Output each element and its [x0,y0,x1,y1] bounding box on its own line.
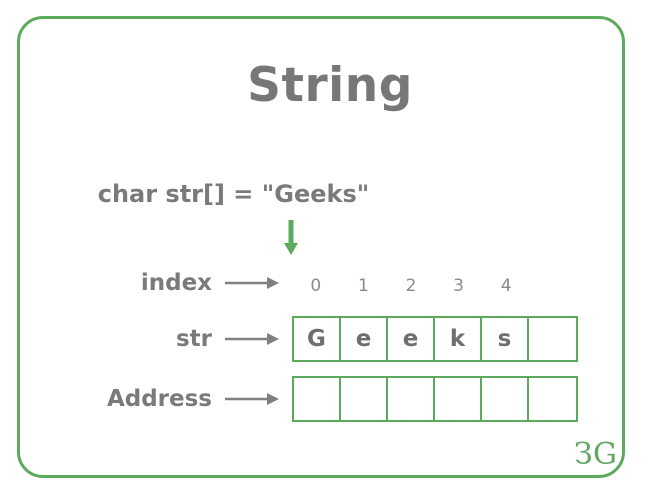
page-title: String [247,58,413,113]
address-cell [388,378,435,420]
index-value: 4 [500,276,512,296]
index-value: 1 [357,276,369,296]
string-cell: e [341,318,388,360]
string-cell: e [388,318,435,360]
address-cell [529,378,576,420]
logo-left-glyph: Ɛ [576,437,594,472]
string-cell [529,318,576,360]
string-cell: k [435,318,482,360]
string-character-grid: G e e k s [292,316,578,362]
address-label-text: Address [106,386,212,412]
rounded-border-frame [17,16,625,478]
geeksforgeeks-logo: ƐG [576,437,617,472]
string-cell: s [482,318,529,360]
index-number-row: 0 1 2 3 4 [292,276,578,296]
arrow-right-icon [225,277,279,289]
address-cell [341,378,388,420]
str-label-text: str [175,326,212,352]
index-row-label: index [55,268,280,298]
string-cell: G [294,318,341,360]
address-grid [292,376,578,422]
index-value [530,276,578,296]
address-cell [294,378,341,420]
index-label-text: index [140,270,212,296]
address-row-label: Address [55,384,280,414]
index-value: 0 [310,276,322,296]
index-value: 2 [405,276,417,296]
green-down-arrow-icon [284,220,298,255]
arrow-right-icon [225,333,279,345]
arrow-right-icon [225,393,279,405]
str-row-label: str [55,324,280,354]
index-value: 3 [453,276,464,296]
address-cell [482,378,529,420]
declaration-text: char str[] = "Geeks" [97,180,370,208]
logo-right-glyph: G [593,437,617,472]
address-cell [435,378,482,420]
